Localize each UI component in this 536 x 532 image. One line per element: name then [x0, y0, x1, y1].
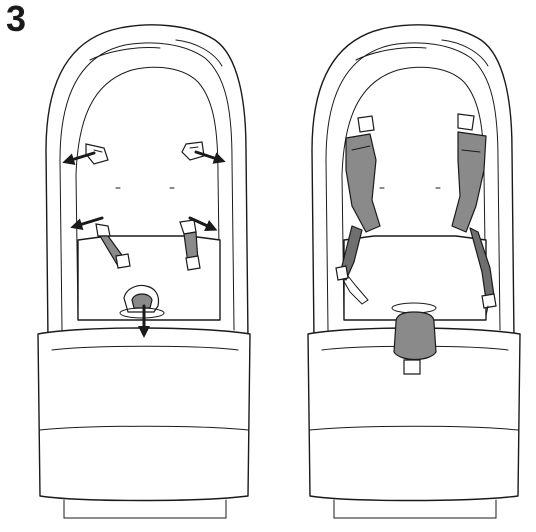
- seat-panel-right: [307, 24, 521, 519]
- arrow-hip-right: [188, 216, 218, 231]
- step-number: 3: [6, 0, 27, 39]
- waist-strap-left: [335, 225, 369, 305]
- shoulder-pad-left: [345, 115, 381, 233]
- shoulder-buckle-left: [85, 143, 109, 165]
- arrow-hip-left: [70, 216, 104, 230]
- footrest: [307, 327, 521, 502]
- arrow-shoulder-right: [194, 150, 226, 164]
- waist-strap-right: [469, 227, 497, 317]
- crotch-pad: [391, 302, 437, 375]
- shoulder-buckle-right: [181, 141, 205, 161]
- seat-panel-left: [37, 24, 251, 519]
- arrow-shoulder-left: [62, 151, 96, 165]
- shoulder-pad-right: [451, 113, 487, 233]
- footrest: [37, 327, 251, 502]
- hip-buckle-left: [95, 223, 131, 269]
- seat-pad: [343, 235, 487, 321]
- hip-buckle-right: [179, 219, 201, 271]
- crotch-buckle: [119, 284, 165, 319]
